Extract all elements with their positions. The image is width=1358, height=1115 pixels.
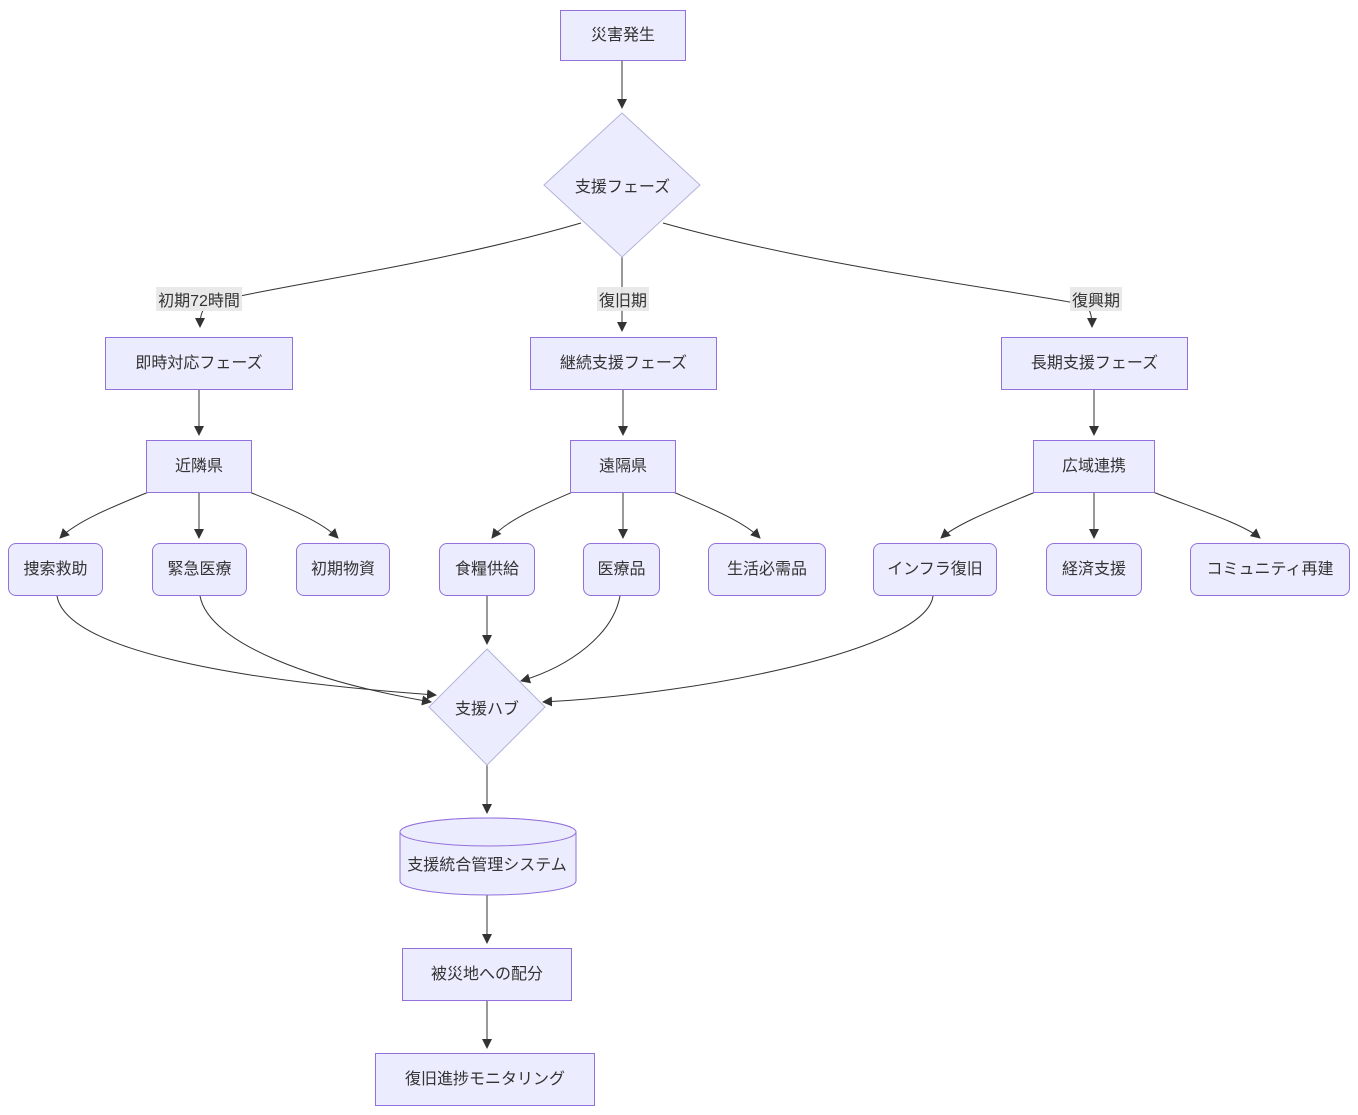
node-support-hub-label: 支援ハブ (454, 701, 519, 718)
edge-medsupplies-to-hub (520, 595, 621, 684)
node-neighboring-pref: 近隣県 (146, 440, 252, 493)
node-search-rescue: 捜索救助 (8, 543, 103, 596)
edge-decision-to-longterm (662, 222, 1097, 328)
node-medical-supplies: 医療品 (583, 543, 660, 596)
support-hub-diamond-shape (428, 648, 546, 766)
node-daily-necessities: 生活必需品 (708, 543, 826, 596)
edge-label-reconstruction-period: 復興期 (1069, 287, 1123, 311)
node-economic-support: 経済支援 (1046, 543, 1142, 596)
edge-search-to-hub (56, 595, 437, 700)
edge-label-initial-72h: 初期72時間 (156, 287, 242, 311)
node-phase-decision-label: 支援フェーズ (574, 179, 671, 196)
node-disaster-start: 災害発生 (560, 10, 686, 61)
node-initial-supplies: 初期物資 (296, 543, 390, 596)
edge-remote-to-necessities (670, 490, 761, 539)
node-community-rebuild: コミュニティ再建 (1190, 543, 1350, 596)
node-immediate-phase: 即時対応フェーズ (105, 337, 293, 390)
node-monitoring: 復旧進捗モニタリング (375, 1053, 595, 1106)
node-distribution: 被災地への配分 (402, 948, 572, 1001)
node-emergency-medical: 緊急医療 (152, 543, 247, 596)
edge-widearea-to-infra (940, 489, 1041, 539)
node-continuous-phase: 継続支援フェーズ (530, 337, 717, 390)
edge-neighboring-to-supplies (246, 490, 339, 539)
edge-neighboring-to-search (59, 490, 152, 539)
phase-decision-diamond-shape (543, 112, 701, 258)
node-longterm-phase: 長期支援フェーズ (1001, 337, 1188, 390)
edge-label-recovery-period: 復旧期 (596, 287, 650, 311)
edge-widearea-to-community (1147, 489, 1261, 539)
edge-decision-to-immediate (195, 222, 582, 328)
node-infra-restoration: インフラ復旧 (873, 543, 997, 596)
node-food-supply: 食糧供給 (439, 543, 535, 596)
management-system-cylinder-shape (399, 817, 577, 896)
edge-emergency-to-hub (199, 595, 432, 706)
edge-remote-to-food (491, 490, 576, 539)
edge-infra-to-hub (542, 595, 934, 707)
node-management-system-label: 支援統合管理システム (407, 857, 567, 874)
node-widearea-coop: 広域連携 (1033, 440, 1155, 493)
node-remote-pref: 遠隔県 (570, 440, 676, 493)
